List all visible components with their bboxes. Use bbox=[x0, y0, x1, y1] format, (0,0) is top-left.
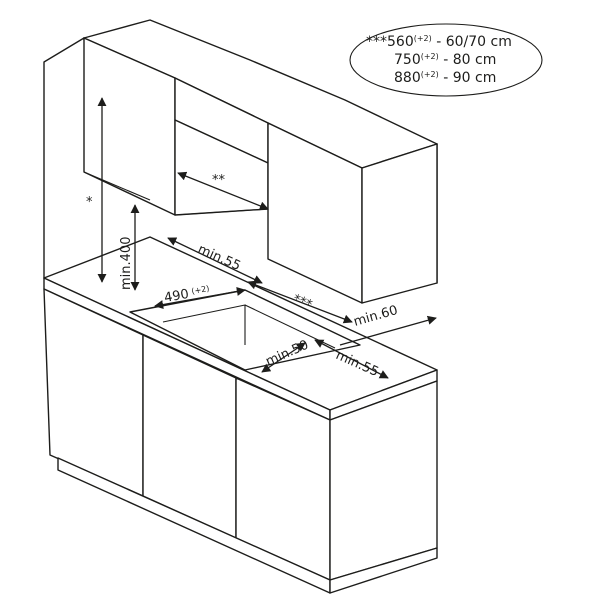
dim-min50 bbox=[261, 342, 306, 373]
label-triple-star: *** bbox=[291, 292, 315, 313]
legend-ellipse bbox=[349, 23, 543, 97]
upper-cabinets bbox=[83, 19, 438, 304]
dim-double-star bbox=[177, 171, 269, 211]
dim-min55-front bbox=[314, 339, 389, 379]
legend-row3-suffix: - 90 cm bbox=[439, 70, 497, 86]
legend-row2-suffix: - 80 cm bbox=[439, 52, 497, 68]
legend-row3-value: 880 bbox=[394, 70, 421, 86]
legend-row1-prefix: *** bbox=[366, 34, 387, 50]
legend-row3-sup: (+2) bbox=[421, 70, 439, 79]
base-cabinets bbox=[43, 288, 438, 594]
legend-row3: 880(+2) - 90 cm bbox=[394, 70, 496, 86]
label-double-star: ** bbox=[212, 173, 226, 188]
legend-row1: ***560(+2) - 60/70 cm bbox=[366, 34, 512, 50]
legend-row2: 750(+2) - 80 cm bbox=[394, 52, 496, 68]
legend-row1-value: 560 bbox=[387, 34, 414, 50]
dim-min55-back bbox=[167, 237, 263, 284]
legend-row2-sup: (+2) bbox=[421, 52, 439, 61]
legend-row1-sup: (+2) bbox=[414, 34, 432, 43]
cutout-size-legend: ***560(+2) - 60/70 cm 750(+2) - 80 cm 88… bbox=[349, 23, 543, 97]
dim-triple-star bbox=[247, 280, 353, 324]
label-min400: min.400 bbox=[119, 237, 134, 290]
legend-row1-suffix: - 60/70 cm bbox=[432, 34, 512, 50]
legend-row2-value: 750 bbox=[394, 52, 421, 68]
dim-490 bbox=[154, 286, 246, 310]
label-min60: min.60 bbox=[352, 303, 400, 330]
label-490: 490 bbox=[163, 287, 190, 306]
dimension-lines bbox=[97, 97, 437, 379]
label-490-sup: (+2) bbox=[191, 284, 210, 296]
label-star-single: * bbox=[86, 195, 93, 210]
